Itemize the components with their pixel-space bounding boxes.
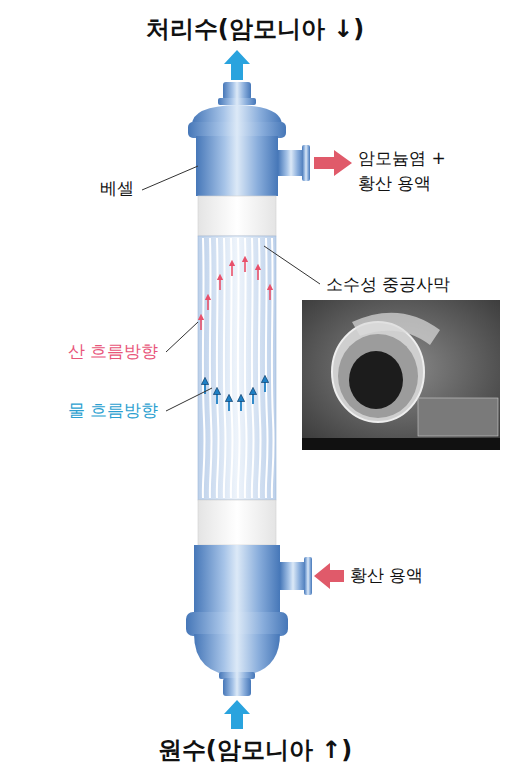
fiber-lumen (349, 351, 403, 409)
acid-arrow (244, 259, 246, 272)
fiber (238, 238, 240, 498)
acid-outlet-nozzle (278, 150, 304, 176)
acid-outlet-arrow (314, 150, 352, 176)
water-arrow (264, 379, 266, 392)
fiber (245, 238, 247, 498)
leader-line (166, 388, 212, 411)
sem-image (302, 300, 500, 450)
acid-inlet-nozzle (280, 562, 306, 590)
vessel-bottom-housing (194, 545, 280, 615)
water-arrow (252, 391, 254, 404)
top-nozzle (223, 82, 251, 100)
outlet-label: 암모늄염 + 황산 용액 (358, 146, 462, 195)
bottom-flange (219, 672, 255, 679)
flow-label: 물 흐름방향 (68, 398, 158, 423)
fiber-cross-section (332, 322, 424, 422)
hollow-fibers (203, 238, 274, 498)
outlet-flow-arrow (224, 50, 250, 80)
top-cap-ring (188, 122, 286, 138)
water-arrow (216, 391, 218, 404)
fiber-surface (352, 313, 440, 345)
acid-inlet-arrow (314, 563, 344, 589)
leader-lines (142, 166, 320, 411)
water-flow-arrows (205, 379, 265, 411)
part-label: 베셀 (100, 176, 134, 201)
inlet-label: 황산 용액 (350, 563, 423, 588)
fiber (259, 238, 261, 498)
leader-line (142, 166, 198, 190)
fiber-wall (338, 334, 418, 418)
potting-band (198, 500, 276, 545)
acid-flow-arrows (201, 259, 270, 330)
acid-arrow (207, 297, 209, 310)
potting-band (198, 196, 276, 236)
sem-background (302, 300, 500, 450)
water-arrow (240, 398, 242, 411)
acid-outlet-flange (302, 145, 310, 181)
inlet-label: 원수(암모니아 ↑) (158, 733, 352, 768)
fiber (224, 238, 226, 498)
acid-arrow (219, 277, 221, 290)
fiber (252, 238, 254, 498)
membrane-section (198, 236, 276, 500)
flow-label: 산 흐름방향 (68, 339, 158, 364)
outlet-label: 처리수(암모니아 ↓) (146, 12, 364, 47)
top-flange (218, 98, 256, 105)
acid-arrow (200, 317, 202, 330)
acid-arrow (257, 267, 259, 280)
part-label: 소수성 중공사막 (326, 272, 450, 297)
fiber (266, 238, 268, 498)
water-arrow (228, 398, 230, 411)
bottom-nozzle (223, 678, 251, 696)
fiber (210, 238, 212, 498)
sem-info-bar (302, 438, 500, 450)
bottom-dome (194, 634, 280, 676)
fiber (231, 238, 233, 498)
fiber (203, 238, 205, 498)
leader-line (166, 322, 198, 352)
acid-arrow (231, 263, 233, 276)
fiber (217, 238, 219, 498)
leader-line (264, 246, 320, 284)
acid-arrow (269, 287, 271, 300)
inlet-flow-arrow (224, 700, 250, 729)
acid-inlet-flange (304, 557, 312, 595)
vessel-top-housing (196, 136, 278, 196)
fiber (272, 238, 274, 498)
bottom-cap-ring (186, 612, 288, 636)
sem-zoom-inset (418, 398, 498, 436)
